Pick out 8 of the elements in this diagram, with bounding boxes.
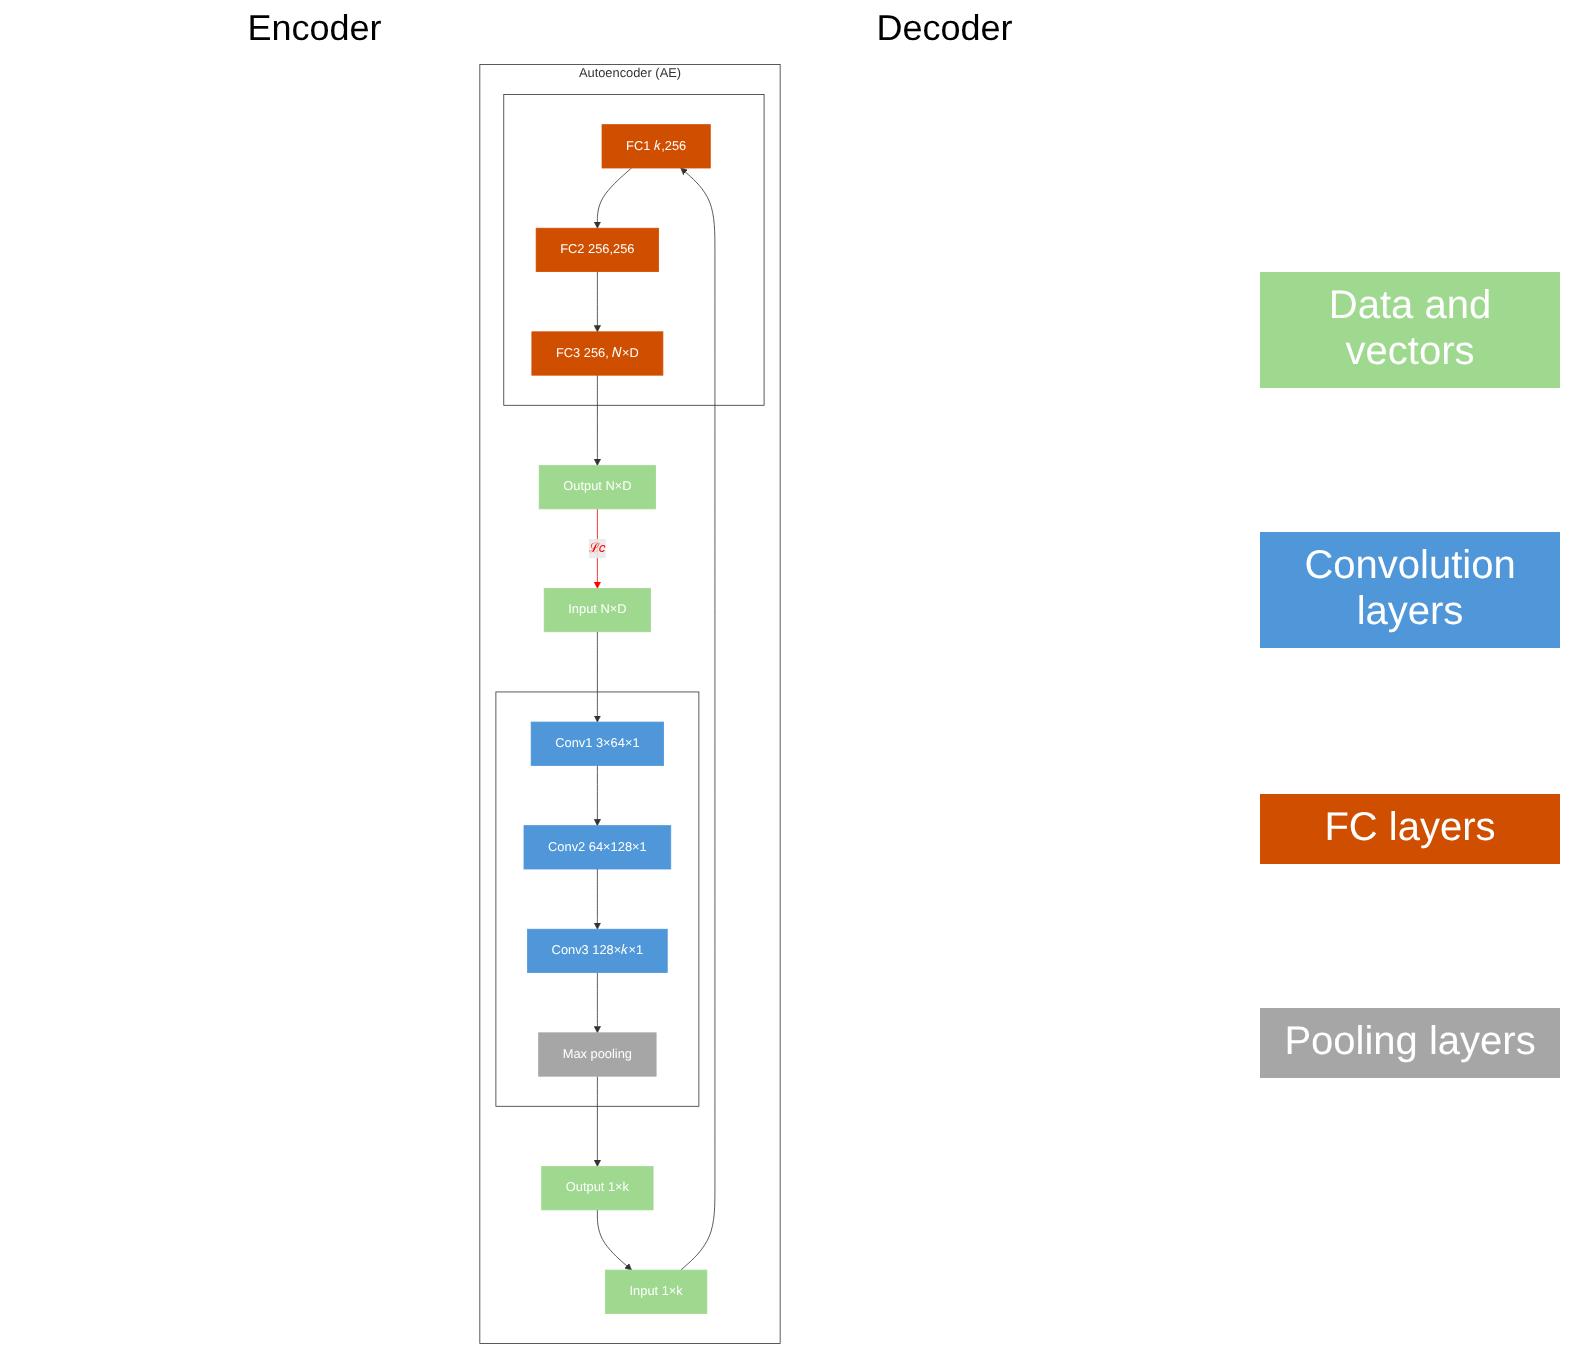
legend-swatch: Data and vectors xyxy=(1260,272,1560,389)
cluster xyxy=(495,691,700,1107)
cluster xyxy=(503,94,765,406)
section-heading: Decoder xyxy=(876,8,1013,50)
legend-swatch: FC layers xyxy=(1260,793,1560,864)
legend-swatch: Pooling layers xyxy=(1260,1007,1560,1078)
legend-swatch: Convolution layers xyxy=(1260,532,1560,649)
section-heading: Encoder xyxy=(247,8,382,50)
